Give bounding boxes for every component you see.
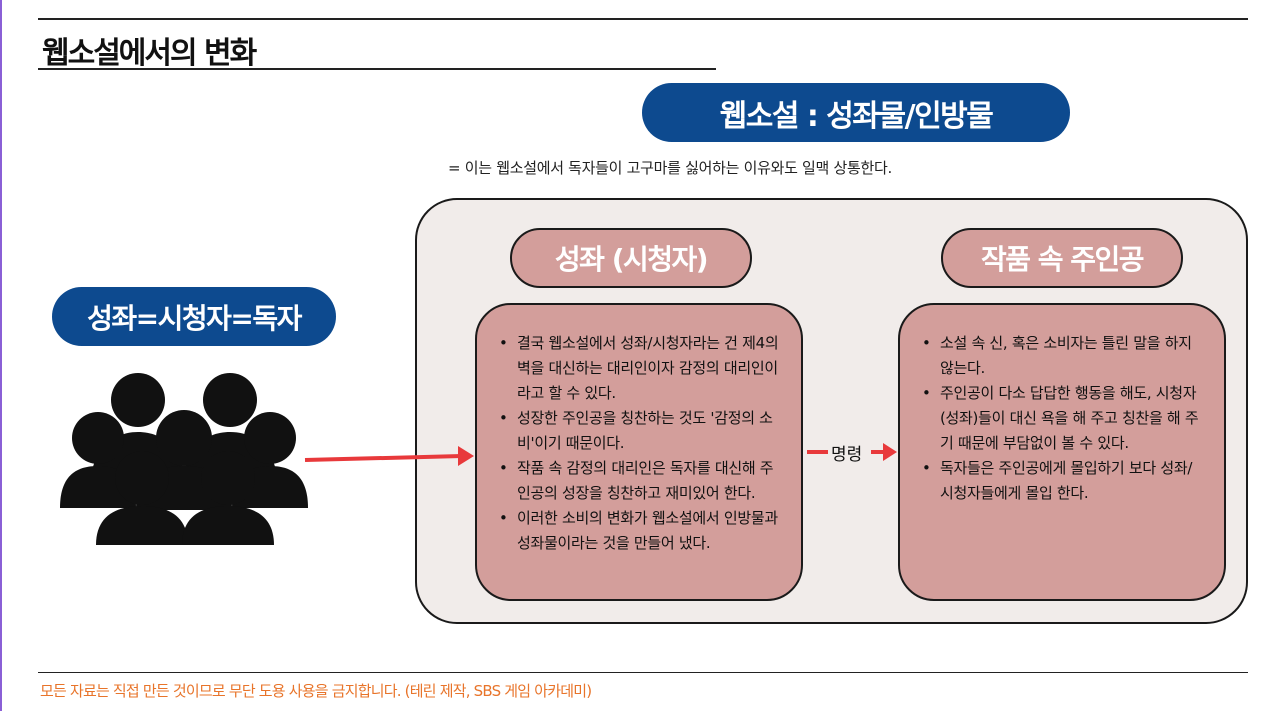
- protagonist-bullet-list: 소설 속 신, 혹은 소비자는 틀린 말을 하지 않는다. 주인공이 다소 답답…: [920, 331, 1204, 506]
- copyright-footer: 모든 자료는 직접 만든 것이므로 무단 도용 사용을 금지합니다. (테린 제…: [40, 682, 592, 700]
- page-left-edge: [0, 0, 2, 711]
- list-item: 주인공이 다소 답답한 행동을 해도, 시청자(성좌)들이 대신 욕을 해 주고…: [920, 381, 1204, 456]
- title-underline: [38, 68, 716, 70]
- top-rule: [38, 18, 1248, 20]
- list-item: 성장한 주인공을 칭찬하는 것도 '감정의 소비'이기 때문이다.: [497, 406, 781, 456]
- list-item: 독자들은 주인공에게 몰입하기 보다 성좌/시청자들에게 몰입 한다.: [920, 456, 1204, 506]
- reader-pill: 성좌=시청자=독자: [52, 287, 336, 346]
- list-item: 결국 웹소설에서 성좌/시청자라는 건 제4의 벽을 대신하는 대리인이자 감정…: [497, 331, 781, 406]
- constellation-card: 결국 웹소설에서 성좌/시청자라는 건 제4의 벽을 대신하는 대리인이자 감정…: [475, 303, 803, 601]
- constellation-bullet-list: 결국 웹소설에서 성좌/시청자라는 건 제4의 벽을 대신하는 대리인이자 감정…: [497, 331, 781, 556]
- list-item: 이러한 소비의 변화가 웹소설에서 인방물과 성좌물이라는 것을 만들어 냈다.: [497, 506, 781, 556]
- people-group-icon: [60, 373, 308, 545]
- list-item: 소설 속 신, 혹은 소비자는 틀린 말을 하지 않는다.: [920, 331, 1204, 381]
- constellation-heading: 성좌 (시청자): [510, 228, 752, 288]
- protagonist-card: 소설 속 신, 혹은 소비자는 틀린 말을 하지 않는다. 주인공이 다소 답답…: [898, 303, 1226, 601]
- list-item: 작품 속 감정의 대리인은 독자를 대신해 주인공의 성장을 칭찬하고 재미있어…: [497, 456, 781, 506]
- web-novel-pill: 웹소설 : 성좌물/인방물: [642, 83, 1070, 142]
- page-title: 웹소설에서의 변화: [42, 36, 257, 71]
- command-label: 명령: [831, 445, 863, 465]
- footer-rule: [38, 672, 1248, 673]
- note-text: = 이는 웹소설에서 독자들이 고구마를 싫어하는 이유와도 일맥 상통한다.: [448, 159, 892, 177]
- protagonist-heading: 작품 속 주인공: [941, 228, 1183, 288]
